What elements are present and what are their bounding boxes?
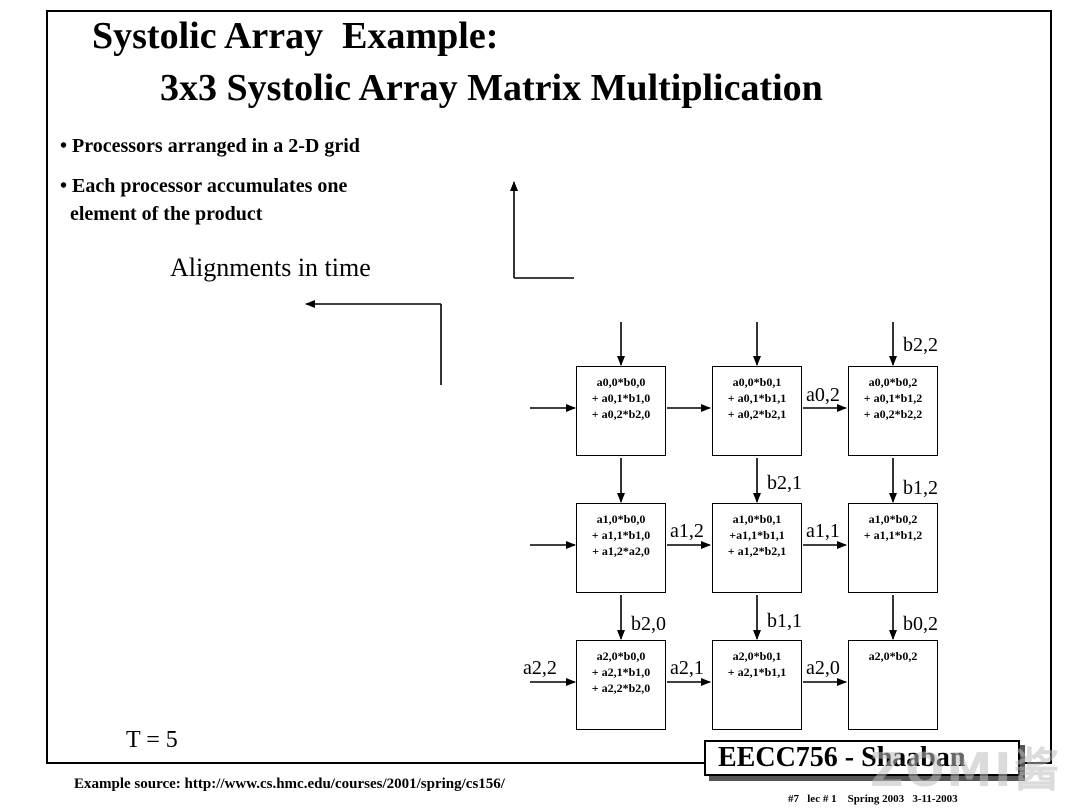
processor-cell-0-2: a0,0*b0,2 + a0,1*b1,2 + a0,2*b2,2 — [848, 366, 938, 456]
processor-cell-1-2: a1,0*b0,2 + a1,1*b1,2 — [848, 503, 938, 593]
flow-label-a21: a2,1 — [670, 657, 704, 679]
flow-label-a22: a2,2 — [523, 657, 557, 679]
bullet-accumulates-cont: element of the product — [60, 203, 263, 225]
flow-label-b22: b2,2 — [903, 334, 938, 356]
flow-label-b21: b2,1 — [767, 472, 802, 494]
flow-label-b02: b0,2 — [903, 613, 938, 635]
slide-title-line2: 3x3 Systolic Array Matrix Multiplication — [160, 67, 823, 109]
processor-cell-2-0: a2,0*b0,0 + a2,1*b1,0 + a2,2*b2,0 — [576, 640, 666, 730]
time-step-label: T = 5 — [126, 727, 178, 753]
slide-title-line1: Systolic Array Example: — [92, 15, 499, 57]
processor-cell-1-0: a1,0*b0,0 + a1,1*b1,0 + a1,2*a2,0 — [576, 503, 666, 593]
processor-cell-0-1: a0,0*b0,1 + a0,1*b1,1 + a0,2*b2,1 — [712, 366, 802, 456]
flow-label-b20: b2,0 — [631, 613, 666, 635]
processor-cell-1-1: a1,0*b0,1 +a1,1*b1,1 + a1,2*b2,1 — [712, 503, 802, 593]
alignment-arrow-up-icon — [510, 181, 574, 279]
course-badge: EECC756 - Shaaban — [704, 740, 1020, 776]
example-source: Example source: http://www.cs.hmc.edu/co… — [74, 776, 505, 792]
slide-frame — [46, 10, 1052, 764]
bullet-accumulates: • Each processor accumulates one — [60, 175, 348, 197]
alignment-label: Alignments in time — [170, 253, 371, 282]
processor-cell-2-1: a2,0*b0,1 + a2,1*b1,1 — [712, 640, 802, 730]
alignment-arrow-left-icon — [305, 300, 442, 385]
flow-label-a20: a2,0 — [806, 657, 840, 679]
flow-label-b12: b1,2 — [903, 477, 938, 499]
watermark: ZOMI酱 — [870, 743, 1062, 797]
processor-cell-0-0: a0,0*b0,0 + a0,1*b1,0 + a0,2*b2,0 — [576, 366, 666, 456]
processor-cell-2-2: a2,0*b0,2 — [848, 640, 938, 730]
flow-label-a12: a1,2 — [670, 520, 704, 542]
flow-label-a02: a0,2 — [806, 384, 840, 406]
bullet-processors-grid: • Processors arranged in a 2-D grid — [60, 135, 360, 157]
lecture-info: #7 lec # 1 Spring 2003 3-11-2003 — [788, 793, 958, 805]
flow-label-a11: a1,1 — [806, 520, 840, 542]
flow-label-b11: b1,1 — [767, 610, 802, 632]
